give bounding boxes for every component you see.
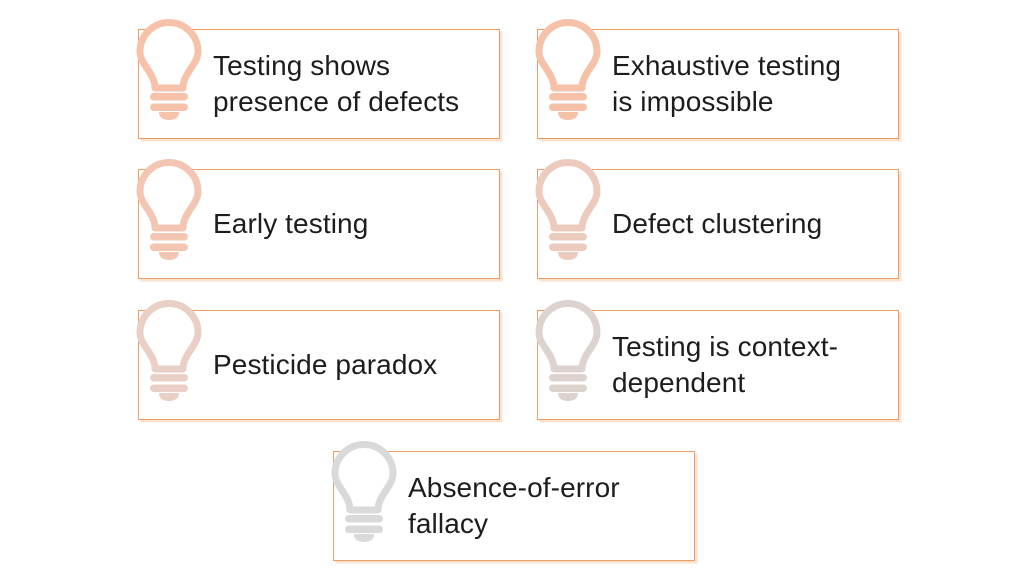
- lightbulb-icon: [134, 19, 204, 121]
- principle-card-7: Absence-of-error fallacy: [333, 451, 695, 561]
- principle-card-2: Exhaustive testing is impossible: [537, 29, 899, 139]
- lightbulb-icon: [533, 19, 603, 121]
- lightbulb-icon: [533, 300, 603, 402]
- principle-card-3: Early testing: [138, 169, 500, 279]
- principle-card-4: Defect clustering: [537, 169, 899, 279]
- principle-card-6: Testing is context- dependent: [537, 310, 899, 420]
- principle-card-5: Pesticide paradox: [138, 310, 500, 420]
- principle-label: Exhaustive testing is impossible: [612, 50, 842, 117]
- principle-label: Testing is context- dependent: [612, 331, 838, 398]
- principle-label: Absence-of-error fallacy: [408, 472, 620, 539]
- principle-label: Defect clustering: [612, 208, 823, 239]
- principle-card-1: Testing shows presence of defects: [138, 29, 500, 139]
- lightbulb-icon: [329, 441, 399, 543]
- principle-label: Testing shows presence of defects: [213, 50, 460, 117]
- lightbulb-icon: [533, 159, 603, 261]
- lightbulb-icon: [134, 300, 204, 402]
- principle-label: Pesticide paradox: [213, 349, 438, 380]
- principle-label: Early testing: [213, 208, 369, 239]
- lightbulb-icon: [134, 159, 204, 261]
